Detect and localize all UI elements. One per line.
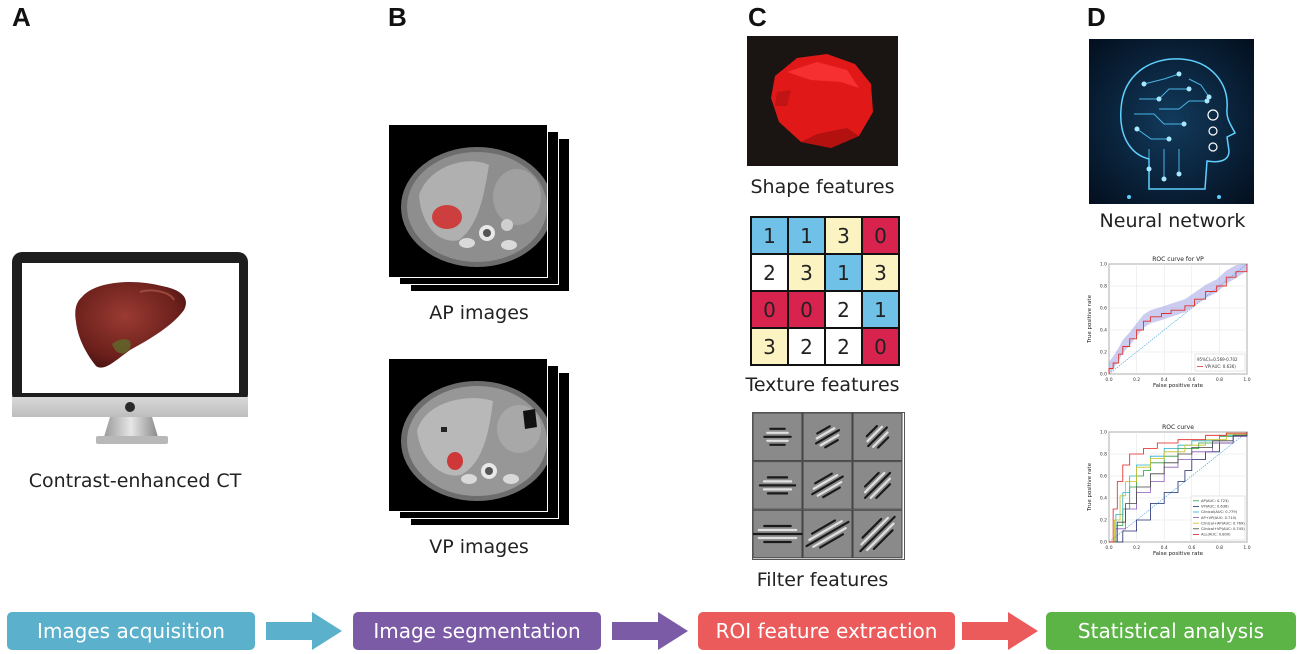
step-roi-feature-extraction: ROI feature extraction: [698, 612, 955, 650]
ap-ct-slice: [401, 147, 553, 267]
y-tick-label: 0.8: [1100, 452, 1107, 458]
panel-label-a: A: [12, 2, 31, 32]
panel-label-b: B: [388, 2, 407, 32]
legend-ci: 95%CI=0.569-0.702: [1197, 357, 1238, 362]
texture-cell: 3: [751, 328, 788, 365]
y-tick-label: 0.2: [1100, 518, 1107, 524]
texture-cell: 1: [788, 217, 825, 254]
monitor-illustration: [12, 252, 250, 447]
arrow-right-icon-2: [612, 612, 688, 650]
step-images-acquisition: Images acquisition: [7, 612, 255, 650]
texture-cell: 2: [825, 291, 862, 328]
x-tick-label: 1.0: [1243, 545, 1250, 551]
caption-shape-features: Shape features: [750, 176, 895, 198]
x-tick-label: 0.2: [1133, 545, 1140, 551]
texture-cell: 3: [788, 254, 825, 291]
caption-ap-images: AP images: [429, 302, 529, 324]
x-axis-label: False positive rate: [1153, 551, 1204, 557]
y-axis-label: True positive rate: [1087, 294, 1093, 344]
neural-network-image: [1089, 39, 1254, 204]
chart-title: ROC curve: [1162, 424, 1194, 431]
y-tick-label: 0.0: [1100, 372, 1107, 378]
x-tick-label: 1.0: [1243, 377, 1250, 383]
diagonal-reference: [1108, 263, 1248, 375]
legend-entry: AP+VP(AUC: 0.710): [1201, 516, 1237, 520]
legend-entry: VP(AUC: 0.636): [1201, 505, 1229, 509]
caption-texture-features: Texture features: [745, 374, 900, 396]
x-tick-label: 0.0: [1105, 377, 1112, 383]
ap-image-stack: [388, 124, 570, 294]
legend-entry: Clinical(AUC: 0.779): [1201, 510, 1238, 514]
roc-line: [1109, 432, 1248, 543]
arrow-right-icon-1: [266, 612, 342, 650]
texture-cell: 1: [751, 217, 788, 254]
y-tick-label: 0.4: [1100, 496, 1107, 502]
roc-line: [1109, 432, 1248, 543]
y-tick-label: 0.4: [1100, 328, 1107, 334]
x-tick-label: 0.6: [1188, 545, 1195, 551]
arrow-right-icon-3: [962, 612, 1038, 650]
x-tick-label: 0.0: [1105, 545, 1112, 551]
y-tick-label: 0.6: [1100, 306, 1107, 312]
filter-bank: [752, 412, 905, 560]
roc-line-vp: [1108, 264, 1248, 374]
vp-ct-slice: [401, 381, 553, 501]
x-tick-label: 0.2: [1133, 377, 1140, 383]
y-tick-label: 1.0: [1100, 262, 1107, 268]
step-image-segmentation: Image segmentation: [353, 612, 601, 650]
x-tick-label: 0.6: [1188, 377, 1195, 383]
panel-label-d: D: [1087, 2, 1106, 32]
caption-vp-images: VP images: [429, 536, 529, 558]
texture-cell: 1: [862, 291, 899, 328]
legend-box: [1194, 353, 1246, 372]
texture-cell: 0: [862, 328, 899, 365]
texture-cell: 2: [751, 254, 788, 291]
legend-entry: AP(AUC: 0.723): [1201, 499, 1229, 503]
texture-cell: 2: [788, 328, 825, 365]
x-tick-label: 0.8: [1216, 377, 1223, 383]
y-tick-label: 1.0: [1100, 430, 1107, 436]
texture-cell: 0: [862, 217, 899, 254]
y-tick-label: 0.6: [1100, 474, 1107, 480]
caption-filter-features: Filter features: [756, 569, 889, 591]
y-axis-label: True positive rate: [1087, 462, 1093, 512]
legend-entry: Clinical+AP(AUC: 0.769): [1201, 521, 1245, 525]
legend-entry: VP(AUC: 0.636): [1205, 364, 1236, 369]
shape-3d-render: [747, 36, 898, 166]
legend-box: [1190, 495, 1246, 541]
x-tick-label: 0.8: [1216, 545, 1223, 551]
panel-label-c: C: [748, 2, 767, 32]
chart-title: ROC curve for VP: [1152, 256, 1204, 263]
texture-cell: 1: [825, 254, 862, 291]
caption-neural-network: Neural network: [1099, 210, 1246, 232]
texture-cell: 2: [825, 328, 862, 365]
caption-contrast-ct: Contrast-enhanced CT: [28, 470, 242, 492]
roc-line: [1109, 432, 1248, 543]
legend-entry: Clinical+VP(AUC: 0.745): [1201, 527, 1245, 531]
x-axis-label: False positive rate: [1153, 383, 1204, 389]
texture-cell: 3: [825, 217, 862, 254]
y-tick-label: 0.8: [1100, 284, 1107, 290]
legend-entry: ALL(AUC: 0.800): [1201, 533, 1231, 537]
x-tick-label: 0.4: [1161, 377, 1168, 383]
y-tick-label: 0.2: [1100, 350, 1107, 356]
texture-cell: 0: [751, 291, 788, 328]
y-tick-label: 0.0: [1100, 540, 1107, 546]
roc-line: [1109, 432, 1248, 543]
texture-cell: 3: [862, 254, 899, 291]
step-statistical-analysis: Statistical analysis: [1046, 612, 1296, 650]
vp-image-stack: [388, 358, 570, 528]
texture-cell: 0: [788, 291, 825, 328]
x-tick-label: 0.4: [1161, 545, 1168, 551]
